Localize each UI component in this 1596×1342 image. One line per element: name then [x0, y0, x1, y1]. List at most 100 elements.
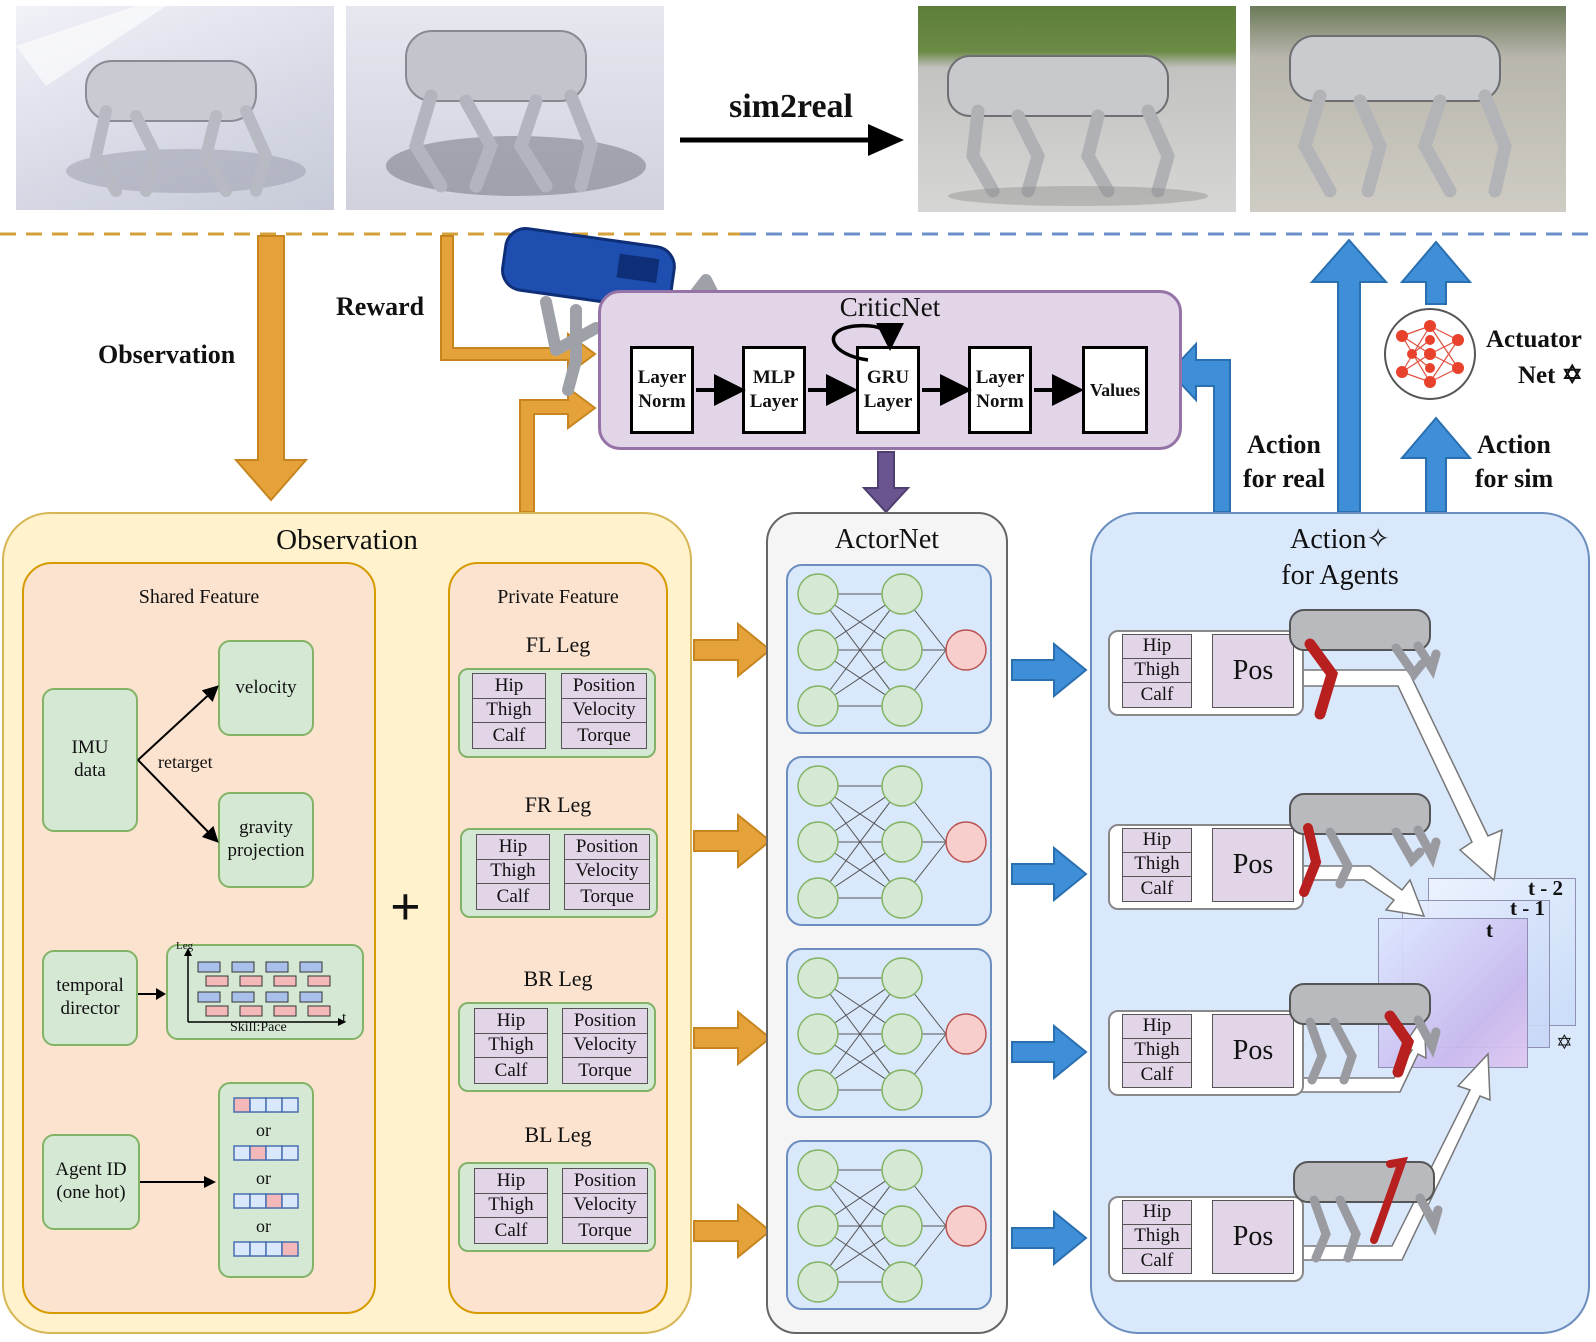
actor-neuron — [797, 1205, 839, 1247]
leg-title-bl: BL Leg — [524, 1122, 592, 1147]
action-for-sim-label-1: Action — [1477, 430, 1551, 459]
critic-block-layer-norm-2: Layer Norm — [968, 346, 1032, 434]
action-title-1: Action✧ — [1290, 524, 1390, 555]
critic-block-mlp-layer: MLP Layer — [742, 346, 806, 434]
shared-feature-title: Shared Feature — [138, 586, 260, 608]
actor-neuron — [881, 629, 923, 671]
plot-ylabel: Leg — [176, 940, 194, 952]
robot-leg-fr-icon — [1289, 793, 1441, 897]
imu-data-label: IMU data — [71, 737, 109, 781]
action-pos-1: Pos — [1212, 634, 1294, 708]
actor-neuron — [881, 957, 923, 999]
joint-hip: Hip — [1123, 1015, 1191, 1039]
actor-neuron — [881, 765, 923, 807]
critic-block-label: Values — [1089, 379, 1141, 400]
obs-to-critic-arrow — [519, 386, 597, 513]
actor-neuron — [797, 685, 839, 727]
action-for-sim-arrow — [1399, 416, 1473, 513]
joint-calf: Calf — [1140, 877, 1174, 899]
actor-neuron — [881, 1013, 923, 1055]
actuator-up-arrow — [1399, 240, 1473, 305]
blue-robot-icon — [501, 227, 727, 396]
critic-to-actor-arrow — [861, 451, 911, 514]
robot-leg-br-icon — [1289, 983, 1441, 1085]
reward-label: Reward — [336, 292, 425, 321]
action-title-2: for Agents — [1281, 560, 1399, 591]
action-pos-3: Pos — [1212, 1014, 1294, 1088]
joint-thigh: Thigh — [473, 699, 545, 724]
temporal-director-label: temporal director — [56, 975, 124, 1019]
actor-output-neuron — [945, 629, 987, 671]
actuator-net-icon — [1384, 308, 1476, 400]
actor-network-graphs — [797, 573, 987, 1303]
joint-hip: Hip — [1123, 635, 1191, 659]
joint-thigh: Thigh — [477, 860, 549, 885]
actor-neuron — [797, 1261, 839, 1303]
agent-id-label: Agent ID (one hot) — [55, 1159, 127, 1203]
action-pos-4: Pos — [1212, 1200, 1294, 1274]
state-torque: Torque — [578, 1219, 632, 1241]
plot-xlabel: Skill:Pace — [230, 1020, 287, 1035]
critic-block-label: Layer Norm — [975, 367, 1025, 412]
joint-thigh: Thigh — [1123, 1225, 1191, 1249]
agent-id-arrow — [140, 1176, 216, 1188]
action-for-real-arrow — [1309, 238, 1389, 513]
sim2real-label: sim2real — [728, 88, 853, 125]
velocity-box: velocity — [218, 640, 314, 736]
actor-neuron — [797, 1013, 839, 1055]
joint-calf: Calf — [492, 724, 526, 746]
state-position: Position — [563, 1169, 647, 1194]
state-position: Position — [562, 674, 646, 699]
or-label-2: or — [256, 1168, 271, 1188]
actor-neuron — [881, 1205, 923, 1247]
actuator-net-label-1: Actuator — [1486, 326, 1582, 353]
actor-neuron — [797, 957, 839, 999]
action-to-critic-arrow — [1168, 341, 1231, 513]
frame-star: ✡ — [1556, 1032, 1573, 1054]
or-label-1: or — [256, 1120, 271, 1140]
joint-thigh: Thigh — [475, 1034, 547, 1059]
gravity-projection-label: gravity projection — [227, 817, 305, 861]
state-velocity: Velocity — [563, 1194, 647, 1219]
temporal-arrow — [138, 988, 166, 1000]
plot-t-label: t — [342, 1010, 347, 1026]
sim2real-arrow — [680, 124, 904, 156]
actor-neuron — [881, 1261, 923, 1303]
joint-hip: Hip — [475, 1009, 547, 1034]
state-torque: Torque — [577, 724, 631, 746]
real-robot-photo-2 — [1250, 6, 1566, 212]
joint-hip: Hip — [1123, 829, 1191, 853]
agent-id-box: Agent ID (one hot) — [42, 1134, 140, 1230]
joint-hip: Hip — [477, 835, 549, 860]
actor-neuron — [881, 1069, 923, 1111]
actor-neuron — [797, 765, 839, 807]
skill-pace-plot — [184, 948, 346, 1026]
actor-neuron — [797, 877, 839, 919]
actor-neuron — [797, 1149, 839, 1191]
actor-neuron — [881, 573, 923, 615]
leg-title-fl: FL Leg — [525, 632, 591, 657]
state-velocity: Velocity — [565, 860, 649, 885]
private-feature-title: Private Feature — [497, 586, 619, 608]
actor-neuron — [797, 573, 839, 615]
actor-output-neuron — [945, 821, 987, 863]
retarget-arrows — [137, 685, 219, 843]
dashed-divider — [0, 232, 1596, 236]
joint-calf: Calf — [494, 1219, 528, 1241]
velocity-label: velocity — [235, 676, 297, 698]
actor-neuron — [881, 877, 923, 919]
action-for-real-label-1: Action — [1247, 430, 1321, 459]
joint-hip: Hip — [475, 1169, 547, 1194]
frame-label-t-1: t - 1 — [1510, 896, 1545, 920]
leg-title-fr: FR Leg — [524, 792, 592, 817]
retarget-label: retarget — [158, 752, 213, 772]
actor-neuron — [797, 1069, 839, 1111]
joint-thigh: Thigh — [1123, 1039, 1191, 1063]
